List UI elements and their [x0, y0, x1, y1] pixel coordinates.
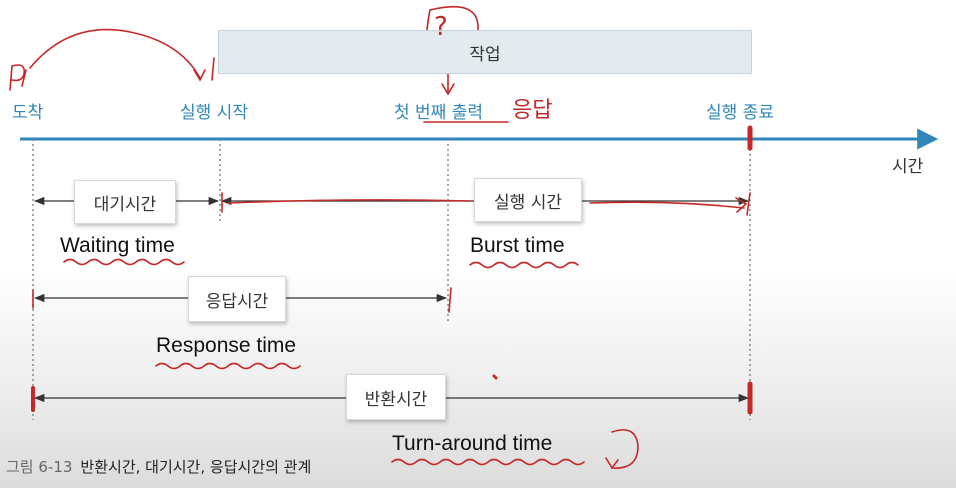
label-first-output: 첫 번째 출력	[394, 103, 484, 123]
turnaround-english: Turn-around time	[392, 432, 553, 455]
label-exec-start: 실행 시작	[180, 103, 248, 123]
figure-caption: 그림 6-13 반환시간, 대기시간, 응답시간의 관계	[6, 456, 311, 477]
response-hand-note: 응답	[512, 98, 553, 123]
task-label: 작업	[469, 44, 501, 65]
task-bar: 작업	[218, 30, 752, 74]
burst-label: 실행 시간	[494, 192, 562, 213]
waiting-label: 대기시간	[93, 194, 157, 215]
caption-text: 반환시간, 대기시간, 응답시간의 관계	[80, 458, 312, 476]
response-label: 응답시간	[205, 291, 269, 312]
burst-english: Burst time	[470, 234, 565, 257]
handwriting-strokes	[9, 6, 753, 470]
turnaround-label: 반환시간	[364, 389, 428, 410]
burst-box: 실행 시간	[474, 178, 582, 222]
response-english: Response time	[156, 334, 297, 357]
waiting-english: Waiting time	[60, 234, 175, 257]
label-arrival: 도착	[12, 103, 44, 123]
waiting-box: 대기시간	[74, 180, 176, 224]
question-mark-note: ?	[434, 12, 448, 42]
response-box: 응답시간	[188, 276, 286, 322]
label-exec-end: 실행 종료	[706, 103, 774, 123]
turnaround-box: 반환시간	[346, 374, 446, 420]
caption-number: 그림 6-13	[6, 458, 73, 476]
axis-label-time: 시간	[892, 157, 924, 177]
